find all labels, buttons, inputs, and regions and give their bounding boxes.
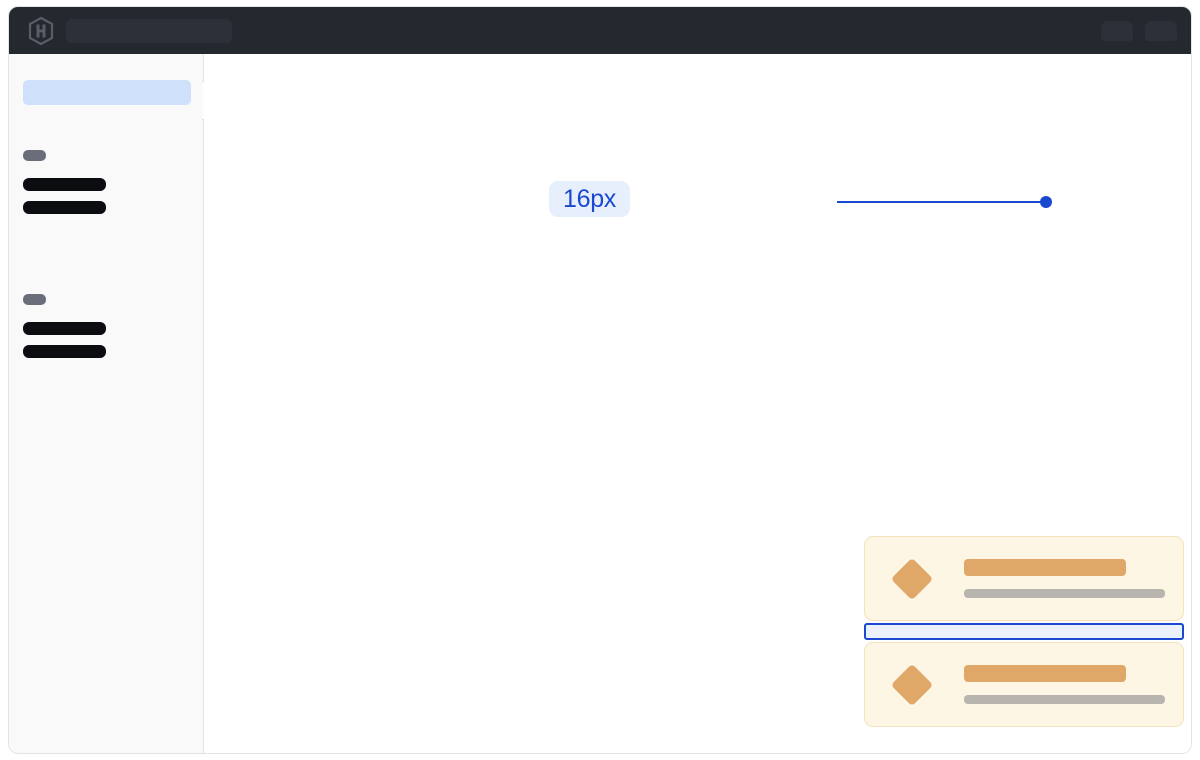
card-title xyxy=(964,559,1126,576)
card-text-block xyxy=(964,665,1165,704)
sidebar-group-2-label xyxy=(23,294,46,305)
diamond-icon xyxy=(890,557,934,600)
card-stack xyxy=(864,536,1184,727)
sidebar-item-2-2[interactable] xyxy=(23,345,106,358)
body-row: 16px xyxy=(9,54,1191,753)
spacing-measurement-highlight[interactable] xyxy=(864,623,1184,640)
sidebar-group-2 xyxy=(23,294,106,358)
card-title xyxy=(964,665,1126,682)
measurement-value-badge: 16px xyxy=(549,181,631,217)
sidebar-group-1-label xyxy=(23,150,46,161)
card-subtitle xyxy=(964,695,1165,704)
card-text-block xyxy=(964,559,1165,598)
card-subtitle xyxy=(964,589,1165,598)
sidebar-item-2-1[interactable] xyxy=(23,322,106,335)
sidebar xyxy=(9,54,216,753)
diamond-icon xyxy=(890,663,934,706)
sidebar-group-1 xyxy=(23,150,106,214)
measurement-leader-line xyxy=(837,201,1047,203)
sidebar-item-1-2[interactable] xyxy=(23,201,106,214)
topbar-right-controls xyxy=(1101,20,1177,41)
measurement-endpoint-dot xyxy=(1040,196,1052,208)
topbar-pill-1[interactable] xyxy=(1101,20,1133,41)
topbar-pill-2[interactable] xyxy=(1145,20,1177,41)
sidebar-item-1-1[interactable] xyxy=(23,178,106,191)
main-canvas: 16px xyxy=(204,54,1191,753)
search-input[interactable] xyxy=(66,18,232,43)
content-card-2[interactable] xyxy=(864,642,1184,727)
hexagon-h-logo-icon[interactable] xyxy=(28,16,54,45)
top-bar xyxy=(9,7,1191,54)
content-card-1[interactable] xyxy=(864,536,1184,621)
sidebar-item-active[interactable] xyxy=(23,80,191,105)
app-window: 16px xyxy=(8,6,1192,754)
